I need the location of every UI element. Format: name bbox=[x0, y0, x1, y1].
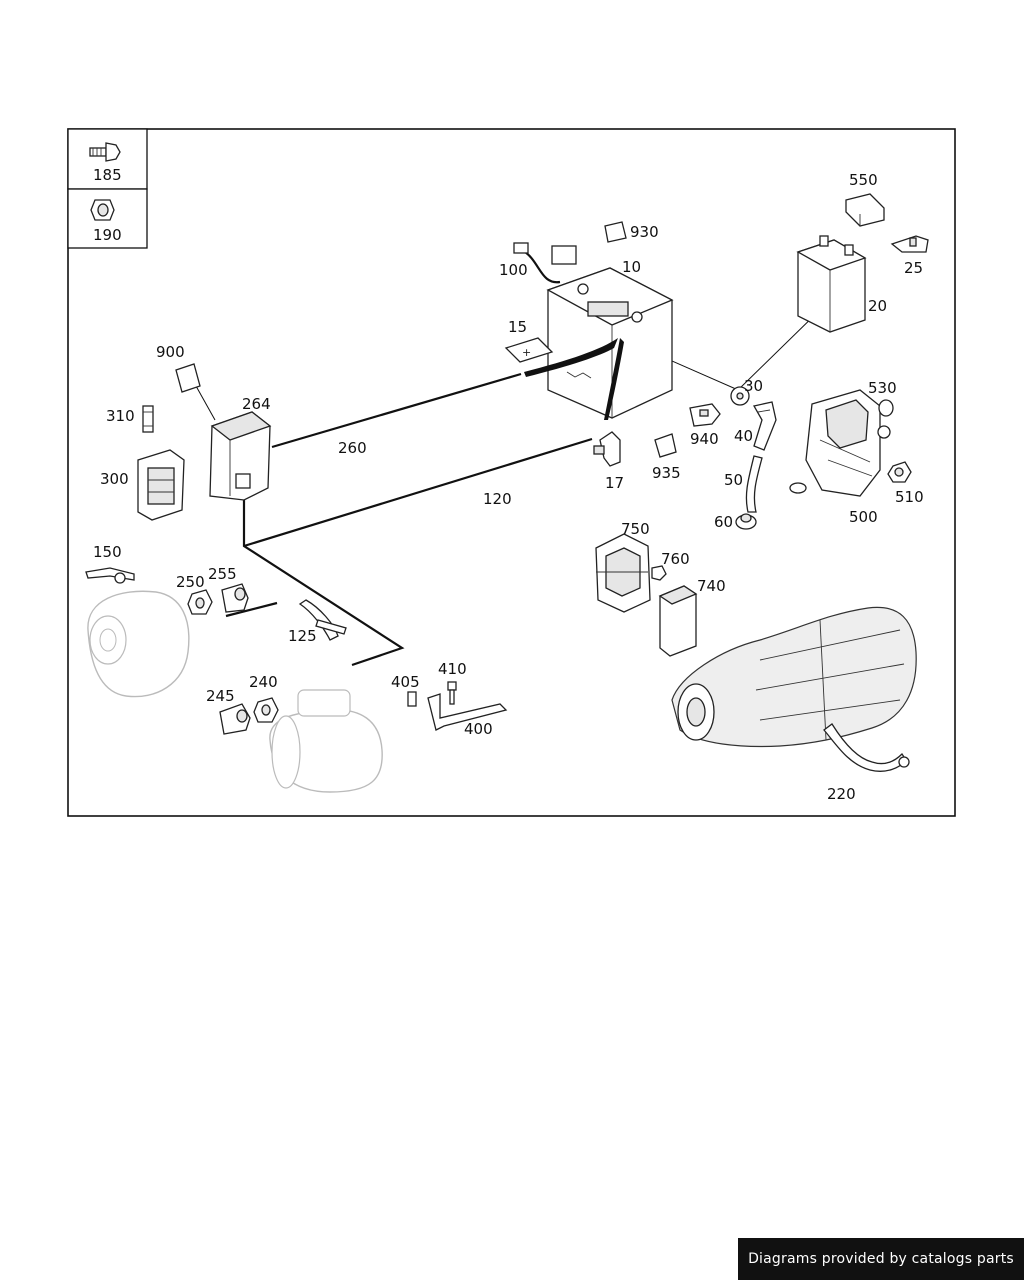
callout-40: 40 bbox=[734, 427, 753, 445]
callout-310: 310 bbox=[106, 407, 135, 425]
callout-930: 930 bbox=[630, 223, 659, 241]
battery-cable-2 bbox=[604, 338, 624, 420]
callout-120: 120 bbox=[483, 490, 512, 508]
cable-125 bbox=[298, 599, 347, 641]
svg-text:+: + bbox=[522, 346, 531, 359]
callout-935: 935 bbox=[652, 464, 681, 482]
callout-17: 17 bbox=[605, 474, 624, 492]
callout-260: 260 bbox=[338, 439, 367, 457]
callout-50: 50 bbox=[724, 471, 743, 489]
clip-25 bbox=[890, 235, 929, 253]
callout-300: 300 bbox=[100, 470, 129, 488]
cable-150 bbox=[85, 567, 135, 584]
bolt-icon bbox=[89, 142, 121, 162]
callout-125: 125 bbox=[288, 627, 317, 645]
alternator bbox=[87, 590, 190, 698]
callout-25: 25 bbox=[904, 259, 923, 277]
bracket-17 bbox=[593, 431, 621, 467]
callouts: 10 15 17 20 25 30 40 50 60 100 120 125 1… bbox=[93, 171, 924, 803]
callout-500: 500 bbox=[849, 508, 878, 526]
legend-box: 185 190 bbox=[67, 128, 148, 249]
bracket-400 bbox=[427, 693, 508, 731]
callout-255: 255 bbox=[208, 565, 237, 583]
callout-250: 250 bbox=[176, 573, 205, 591]
battery-mount-500 bbox=[789, 389, 891, 497]
plate-15: + bbox=[504, 337, 554, 363]
relay-550 bbox=[845, 193, 885, 227]
diagram-frame bbox=[67, 128, 956, 817]
callout-240: 240 bbox=[249, 673, 278, 691]
grommet-60 bbox=[735, 513, 757, 530]
screw-760 bbox=[651, 565, 667, 581]
fuse-310 bbox=[142, 405, 154, 433]
callout-940: 940 bbox=[690, 430, 719, 448]
aux-battery-20 bbox=[796, 235, 867, 333]
callout-740: 740 bbox=[697, 577, 726, 595]
sensor-940 bbox=[689, 403, 721, 427]
bracket-750 bbox=[595, 533, 651, 613]
legend-label-185: 185 bbox=[93, 166, 122, 184]
callout-100: 100 bbox=[499, 261, 528, 279]
fuse-holder-300 bbox=[137, 449, 185, 521]
callout-510: 510 bbox=[895, 488, 924, 506]
fuse-box-264 bbox=[209, 411, 272, 501]
cable-lines bbox=[195, 303, 827, 667]
callout-264: 264 bbox=[242, 395, 271, 413]
nut-240 bbox=[253, 697, 279, 723]
module-740 bbox=[658, 585, 698, 657]
nut-icon bbox=[90, 199, 115, 221]
elbow-40 bbox=[752, 401, 777, 451]
cable-220 bbox=[823, 723, 910, 772]
callout-400: 400 bbox=[464, 720, 493, 738]
nut-510 bbox=[887, 461, 912, 483]
battery-cable bbox=[524, 338, 618, 377]
plug-530 bbox=[878, 399, 894, 417]
callout-10: 10 bbox=[622, 258, 641, 276]
terminal-cable-100 bbox=[513, 242, 577, 284]
callout-15: 15 bbox=[508, 318, 527, 336]
callout-30: 30 bbox=[744, 377, 763, 395]
callout-750: 750 bbox=[621, 520, 650, 538]
vent-plug-30 bbox=[730, 386, 750, 406]
label-930 bbox=[604, 221, 627, 243]
nut-250 bbox=[187, 589, 213, 615]
transmission bbox=[671, 606, 917, 748]
callout-245: 245 bbox=[206, 687, 235, 705]
callout-60: 60 bbox=[714, 513, 733, 531]
starter-motor bbox=[269, 689, 383, 793]
bolt-410 bbox=[447, 681, 457, 705]
label-900 bbox=[175, 363, 201, 393]
callout-405: 405 bbox=[391, 673, 420, 691]
footer-credit: Diagrams provided by catalogs parts bbox=[738, 1238, 1024, 1280]
callout-220: 220 bbox=[827, 785, 856, 803]
callout-150: 150 bbox=[93, 543, 122, 561]
callout-550: 550 bbox=[849, 171, 878, 189]
clip-405 bbox=[407, 691, 417, 707]
hose-50 bbox=[745, 455, 763, 513]
callout-530: 530 bbox=[868, 379, 897, 397]
callout-760: 760 bbox=[661, 550, 690, 568]
label-935 bbox=[654, 433, 677, 458]
callout-900: 900 bbox=[156, 343, 185, 361]
callout-20: 20 bbox=[868, 297, 887, 315]
cap-245 bbox=[219, 703, 251, 735]
legend-label-190: 190 bbox=[93, 226, 122, 244]
callout-410: 410 bbox=[438, 660, 467, 678]
cap-255 bbox=[221, 583, 249, 613]
